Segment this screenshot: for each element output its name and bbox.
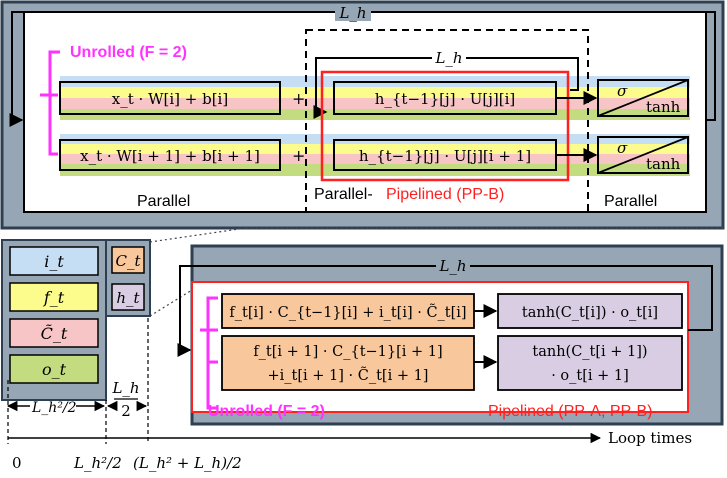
bottom-row2-out xyxy=(497,335,683,391)
row1-tanh: tanh xyxy=(646,98,681,116)
row2-recurrent-text: h_{t−1}[j] · U[j][i + 1] xyxy=(359,147,531,165)
legend-f xyxy=(9,282,99,312)
top-unrolled-label: Unrolled (F = 2) xyxy=(70,44,187,61)
legend-cell-state xyxy=(111,246,145,274)
zoom-line-left xyxy=(149,227,247,243)
row1-input-box xyxy=(59,81,281,115)
legend-i-text: i_t xyxy=(44,252,64,271)
tick1-label: L_h²/2 xyxy=(73,454,122,472)
bottom-loop-label-bg xyxy=(436,258,470,274)
legend-hidden-state xyxy=(111,283,145,311)
row2-sigma: σ xyxy=(617,139,628,157)
legend-c-tilde-text: C̃_t xyxy=(41,324,68,343)
row1-plus: + xyxy=(292,89,305,108)
label-parallel-pipelined-b: Pipelined (PP-B) xyxy=(386,186,504,203)
top-panel: L_h Unrolled (F = 2) x_t · W[i] + b[i] x… xyxy=(0,0,725,230)
row2-input-text: x_t · W[i + 1] + b[i + 1] xyxy=(80,147,260,165)
bottom-row2-out-line2: · o_t[i + 1] xyxy=(551,368,629,384)
seg2-numerator: L_h xyxy=(111,379,139,397)
bottom-row2-cell xyxy=(221,335,475,391)
row2-plus: + xyxy=(292,146,305,165)
legend-f-text: f_t xyxy=(43,288,65,307)
legend-hidden-state-text: h_t xyxy=(116,289,140,307)
tick2-label: (L_h² + L_h)/2 xyxy=(133,454,242,472)
row1-activation: σ tanh xyxy=(597,79,689,117)
legend-cell-state-text: C_t xyxy=(115,252,141,270)
row1-input-text: x_t · W[i] + b[i] xyxy=(112,90,228,108)
row1-sigma: σ xyxy=(617,82,628,100)
label-parallel-pipelined-a: Parallel- xyxy=(314,186,373,203)
tick0-label: 0 xyxy=(12,454,22,472)
bottom-pipelined-label: Pipelined (PP-A, PP-B) xyxy=(488,403,653,420)
timeline: L_h²/2 L_h 2 Loop times 0 L_h²/2 (L_h² +… xyxy=(6,318,692,472)
zoom-line-lower xyxy=(149,289,193,317)
top-loop-label: L_h xyxy=(338,4,366,22)
bottom-unrolled-label: Unrolled (F = 2) xyxy=(208,403,325,420)
bottom-row2-out-line1: tanh(C_t[i + 1]) xyxy=(532,344,647,360)
bottom-row1-cell-text: f_t[i] · C_{t−1}[i] + i_t[i] · C̃_t[i] xyxy=(229,303,466,321)
row1-recurrent-text: h_{t−1}[j] · U[j][i] xyxy=(375,90,516,108)
bottom-unroll-bracket xyxy=(200,296,218,410)
loop-label-bg xyxy=(335,5,371,21)
legend-o xyxy=(9,354,99,384)
inner-loop-label: L_h xyxy=(434,49,462,67)
label-parallel-right: Parallel xyxy=(604,193,657,210)
bottom-loop-label: L_h xyxy=(438,257,466,275)
inner-loop-label-bg xyxy=(432,50,466,66)
pp-b-dashed-frame xyxy=(305,29,589,213)
bottom-row2-cell-line1: f_t[i + 1] · C_{t−1}[i + 1] xyxy=(253,344,442,360)
bottom-row2-cell-line2: +i_t[i + 1] · C̃_t[i + 1] xyxy=(268,366,429,384)
seg1-label: L_h²/2 xyxy=(31,400,77,416)
bottom-panel: L_h f_t[i] · C_{t−1}[i] + i_t[i] · C̃_t[… xyxy=(177,244,724,426)
row2-activation: σ tanh xyxy=(597,136,689,174)
pp-b-red-frame xyxy=(320,70,570,182)
bottom-row1-out xyxy=(497,293,683,329)
row2-tanh: tanh xyxy=(646,155,681,173)
legend-c-tilde xyxy=(9,318,99,348)
bottom-row1-out-text: tanh(C_t[i]) · o_t[i] xyxy=(522,305,658,321)
row2-input-box xyxy=(59,139,281,171)
seg2-denominator: 2 xyxy=(121,402,131,420)
label-parallel-left: Parallel xyxy=(137,193,190,210)
loop-times-label: Loop times xyxy=(608,429,692,447)
legend: i_t f_t C̃_t o_t C_t h_t xyxy=(1,239,151,401)
legend-i xyxy=(9,246,99,276)
legend-o-text: o_t xyxy=(42,360,67,379)
